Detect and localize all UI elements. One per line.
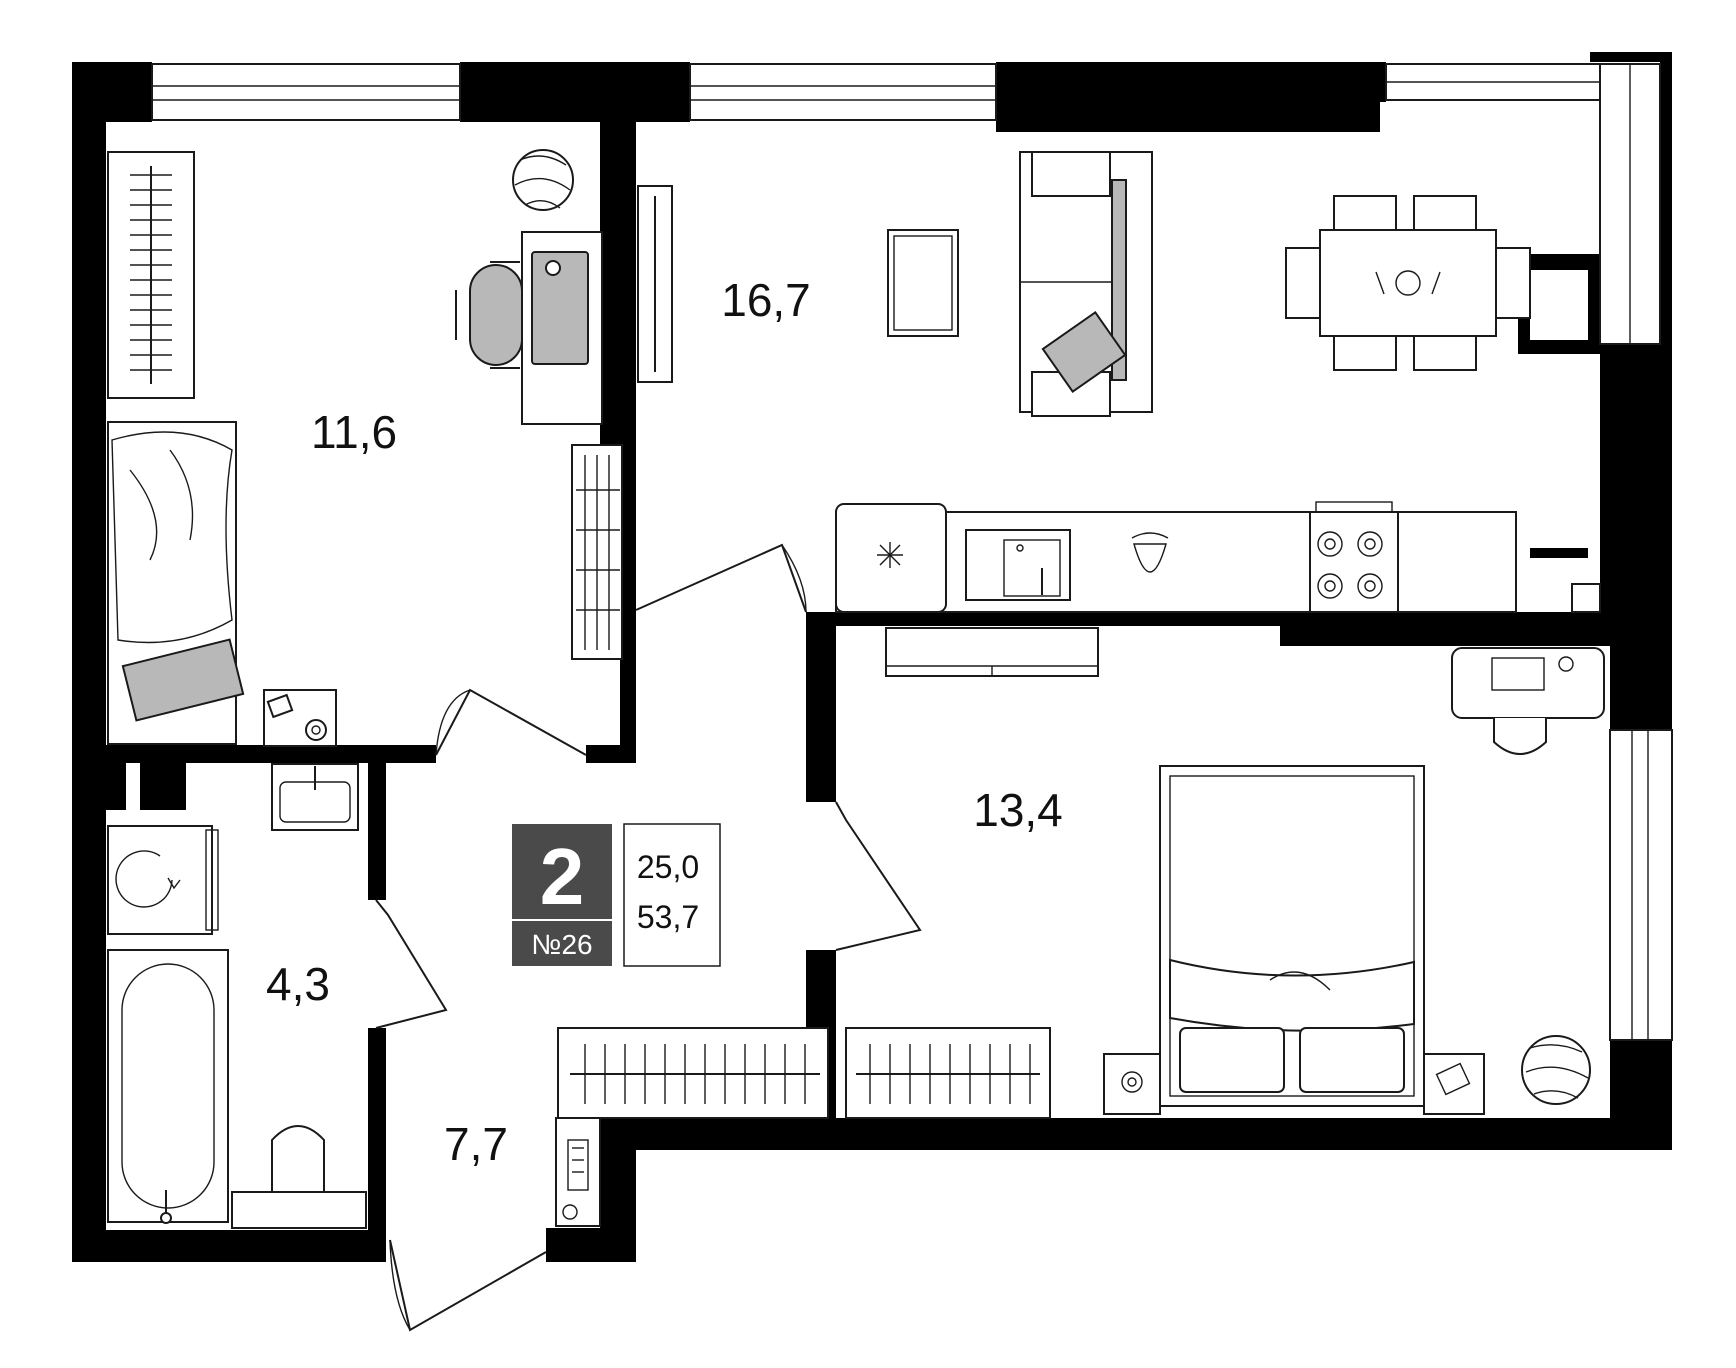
radiator-icon: [130, 166, 172, 384]
desk-chair-icon: [455, 261, 523, 369]
bed-icon: [1159, 765, 1425, 1107]
bathtub-icon: [107, 949, 229, 1224]
toilet-icon: [231, 1125, 367, 1229]
badge-area-box: [623, 823, 721, 967]
plant-icon: [512, 149, 574, 211]
bed-small-icon: [107, 421, 245, 745]
apartment-badge: 2 №26 25,0 53,7: [512, 823, 721, 967]
washbasin-icon: [271, 763, 359, 831]
hall-furniture: [555, 1117, 601, 1227]
badge-rooms-count: 2: [540, 832, 585, 921]
badge-living-area: 25,0: [637, 849, 699, 885]
sofa-icon: [1019, 151, 1153, 417]
bathroom-furniture: [107, 763, 367, 1229]
windows: [151, 63, 1673, 1041]
area-hallway: 7,7: [444, 1118, 508, 1170]
badge-dark-box: [512, 824, 612, 966]
washer-icon: [107, 825, 219, 935]
sink-icon: [965, 529, 1071, 601]
stove-icon: [1309, 501, 1399, 613]
living-furniture: [637, 151, 1601, 613]
bedroom-large-furniture: [885, 627, 1605, 1115]
bookshelf-icon: [576, 455, 620, 650]
badge-number: №26: [531, 929, 592, 960]
badge-total-area: 53,7: [637, 899, 699, 935]
dishwasher-icon: [1131, 532, 1169, 573]
doors: [375, 543, 922, 1332]
area-bathroom: 4,3: [266, 958, 330, 1010]
room-labels: 11,6 16,7 13,4 4,3 7,7: [266, 274, 1063, 1170]
table-icon: [1285, 195, 1531, 371]
area-bedroom-large: 13,4: [973, 784, 1063, 836]
inner-walls: [106, 122, 1610, 1262]
fridge-icon: [877, 542, 903, 568]
bedroom-small-furniture: [107, 149, 623, 747]
area-bedroom-small: 11,6: [311, 406, 397, 458]
radiators-bottom: [557, 1027, 1051, 1119]
area-living-kitchen: 16,7: [721, 274, 811, 326]
plant-icon: [1521, 1035, 1591, 1105]
